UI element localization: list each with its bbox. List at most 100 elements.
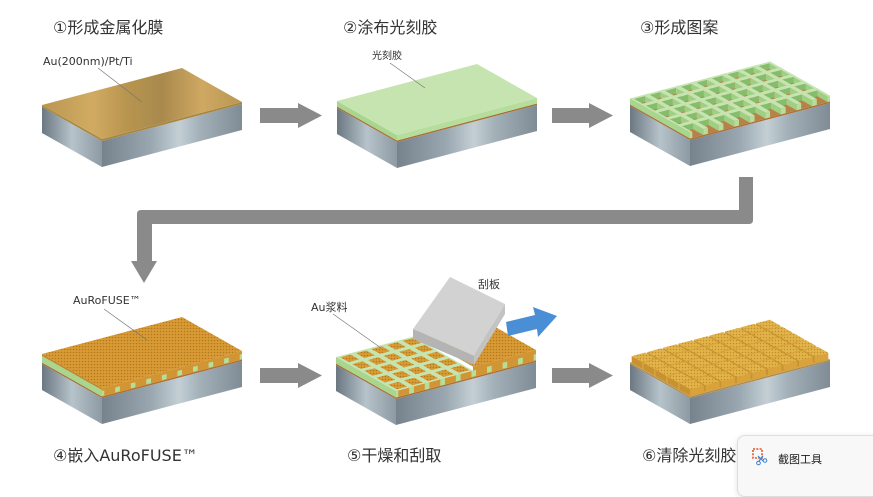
resist-wall-edge — [827, 95, 830, 103]
substrate-front-face — [102, 104, 242, 167]
gold-bump-top — [683, 368, 708, 379]
paste-front-face — [396, 370, 473, 398]
metal-layer-left — [337, 106, 397, 142]
step-6-title: ⑥清除光刻胶 — [642, 446, 736, 465]
grid-wall-top — [689, 81, 755, 117]
resist-wall-edge — [487, 365, 492, 373]
callout-squeegee: 刮板 — [478, 277, 500, 291]
gold-bump-top — [705, 342, 731, 353]
grid-wall-top — [643, 93, 708, 129]
squeegee-face — [413, 277, 505, 356]
squeegee — [413, 277, 505, 365]
photoresist-top — [337, 64, 537, 135]
gold-bump-front — [799, 356, 813, 368]
gold-bump-top — [717, 349, 743, 360]
squeegee-direction-arrow-icon — [506, 307, 557, 337]
resist-wall-edge — [146, 378, 151, 385]
gold-bump-top — [741, 363, 767, 373]
gold-bump-top — [737, 334, 762, 345]
metal-layer-left — [42, 362, 102, 398]
callout-metal-film: Au(200nm)/Pt/Ti — [43, 55, 133, 68]
substrate-front-face — [102, 361, 242, 424]
gold-bump-top — [686, 357, 711, 368]
gold-bump-top — [710, 371, 735, 382]
resist-left-face — [336, 357, 396, 398]
seed-film-edge-left — [630, 362, 690, 398]
paste-filled-cell — [411, 355, 430, 364]
paste-filled-cell — [423, 362, 442, 371]
gold-bump-top — [698, 364, 723, 375]
resist-wall-edge — [734, 119, 739, 127]
grid-cell-side-wall — [786, 98, 797, 111]
paste-filled-cell — [450, 365, 470, 373]
gold-bump-top — [749, 341, 774, 352]
gold-film-top — [42, 68, 242, 139]
grid-wall-top — [630, 61, 772, 100]
gold-bump-top — [678, 340, 703, 350]
gold-bump-top — [702, 353, 727, 364]
gold-bump-top — [780, 333, 805, 343]
paste-filled-cell — [404, 377, 423, 386]
gold-bump-front — [705, 381, 720, 392]
gold-bump-front — [814, 352, 829, 363]
gold-bump-top — [764, 337, 789, 347]
grid-cell-side-wall — [801, 94, 813, 107]
flow-arrow-5-to-6-icon — [552, 363, 613, 388]
resist-wall-edge — [177, 369, 183, 377]
paste-filled-cell — [426, 351, 446, 360]
paste-filled-cell — [387, 342, 406, 350]
callout-leader-line — [332, 313, 382, 349]
gold-bump-top — [647, 348, 672, 358]
gold-bump-top — [745, 352, 770, 362]
paste-front-face — [102, 351, 242, 397]
gold-bump-top — [674, 351, 699, 361]
gold-bump-top — [804, 346, 829, 357]
snipping-tool-notification[interactable]: 截图工具 — [737, 435, 873, 497]
paste-filled-cell — [376, 375, 396, 383]
metal-layer-front — [397, 103, 537, 142]
grid-wall-top — [752, 65, 817, 101]
resist-wall-edge — [533, 354, 536, 361]
resist-wall-edge — [115, 386, 120, 393]
callout-leader-line — [103, 308, 148, 341]
gold-bump-side — [643, 363, 655, 376]
grid-cell-side-wall — [770, 102, 781, 115]
gold-bump-top — [776, 344, 801, 354]
resist-wall-edge — [796, 103, 802, 111]
gold-bump-top — [792, 340, 817, 350]
paste-filled-cell — [388, 381, 408, 390]
resist-wall-edge — [703, 127, 708, 135]
metal-layer-front — [102, 359, 242, 398]
resist-wall-edge — [455, 373, 461, 382]
paste-filled-cell — [395, 360, 415, 368]
gold-bump-top — [667, 372, 692, 383]
grid-wall-top — [705, 77, 771, 113]
paste-filled-cell — [399, 349, 418, 357]
step-4-title: ④嵌入AuRoFUSE™ — [53, 446, 198, 465]
resist-wall-edge — [765, 111, 771, 119]
grid-cell-side-wall — [817, 90, 828, 103]
substrate-left-face — [630, 364, 690, 424]
flow-arrow-1-to-2-icon — [260, 103, 322, 128]
resist-wall-edge — [812, 99, 817, 107]
paste-filled-cell — [383, 353, 403, 361]
substrate-left-face — [42, 107, 102, 167]
resist-left-face — [42, 356, 102, 397]
substrate-front-face — [690, 361, 830, 424]
substrate-front-face — [396, 362, 536, 425]
paste-filled-cell — [402, 338, 422, 346]
paste-left-face — [42, 354, 102, 390]
substrate-left-face — [42, 364, 102, 424]
gold-bump-top — [725, 327, 750, 338]
grid-left-face — [630, 98, 690, 139]
step-2-title: ②涂布光刻胶 — [343, 18, 437, 37]
metal-layer-front — [690, 101, 830, 140]
flow-arrow-4-to-5-icon — [260, 363, 322, 388]
grid-wall-top — [721, 73, 786, 109]
gold-bump-top — [773, 355, 798, 365]
gold-bump-front — [783, 361, 798, 372]
grid-wall-top — [767, 61, 830, 97]
resist-wall-edge — [193, 365, 198, 372]
gold-bump-top — [788, 351, 813, 361]
paste-top — [42, 317, 242, 388]
